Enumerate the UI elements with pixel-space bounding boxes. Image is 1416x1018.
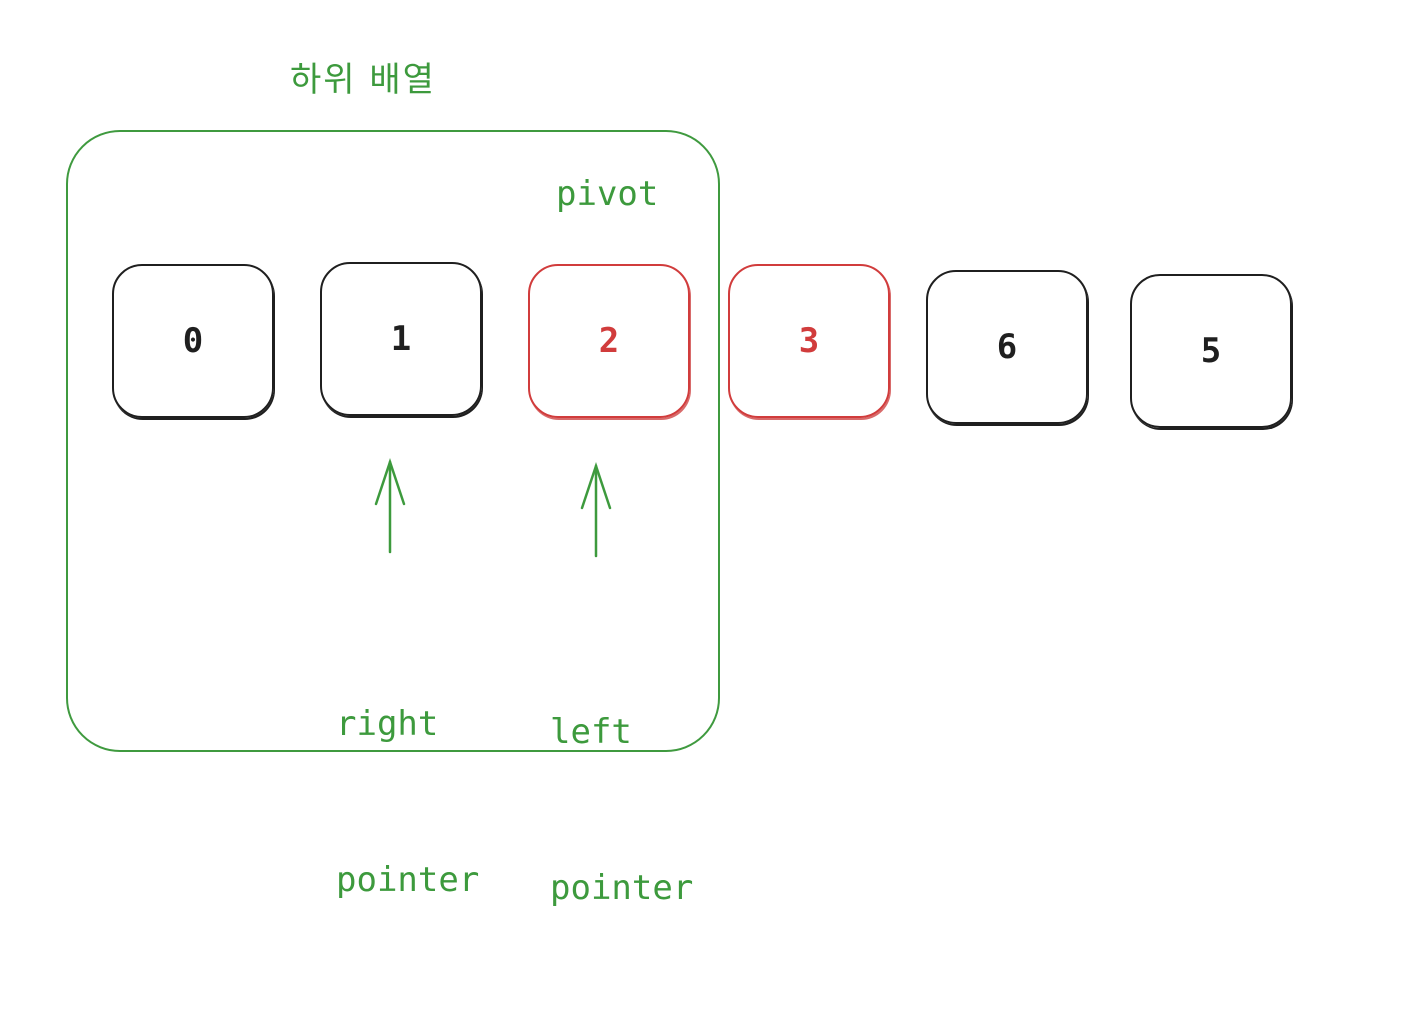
pointer-arrows xyxy=(374,458,612,558)
right-pointer-arrow-head xyxy=(374,458,406,506)
right-pointer-label: right pointer xyxy=(336,594,479,1010)
left-pointer-arrow-head xyxy=(580,462,612,510)
right-pointer-label-line1: right xyxy=(336,704,439,744)
array-cell-2: 2 xyxy=(528,264,690,418)
right-pointer-label-line2: pointer xyxy=(336,860,480,900)
array-cell-5: 5 xyxy=(1130,274,1292,428)
subarray-box xyxy=(66,130,720,752)
left-pointer-label-line2: pointer xyxy=(550,868,694,908)
left-pointer-label: left pointer xyxy=(550,602,693,1018)
subarray-title: 하위 배열 xyxy=(290,60,436,100)
left-pointer-label-line1: left xyxy=(550,712,632,752)
pivot-label: pivot xyxy=(556,174,659,214)
array-cell-0: 0 xyxy=(112,264,274,418)
array-cell-4: 6 xyxy=(926,270,1088,424)
array-cell-3: 3 xyxy=(728,264,890,418)
quicksort-diagram: 하위 배열 pivot 0 1 2 3 6 5 right pointer le… xyxy=(66,60,1292,908)
array-cell-1: 1 xyxy=(320,262,482,416)
